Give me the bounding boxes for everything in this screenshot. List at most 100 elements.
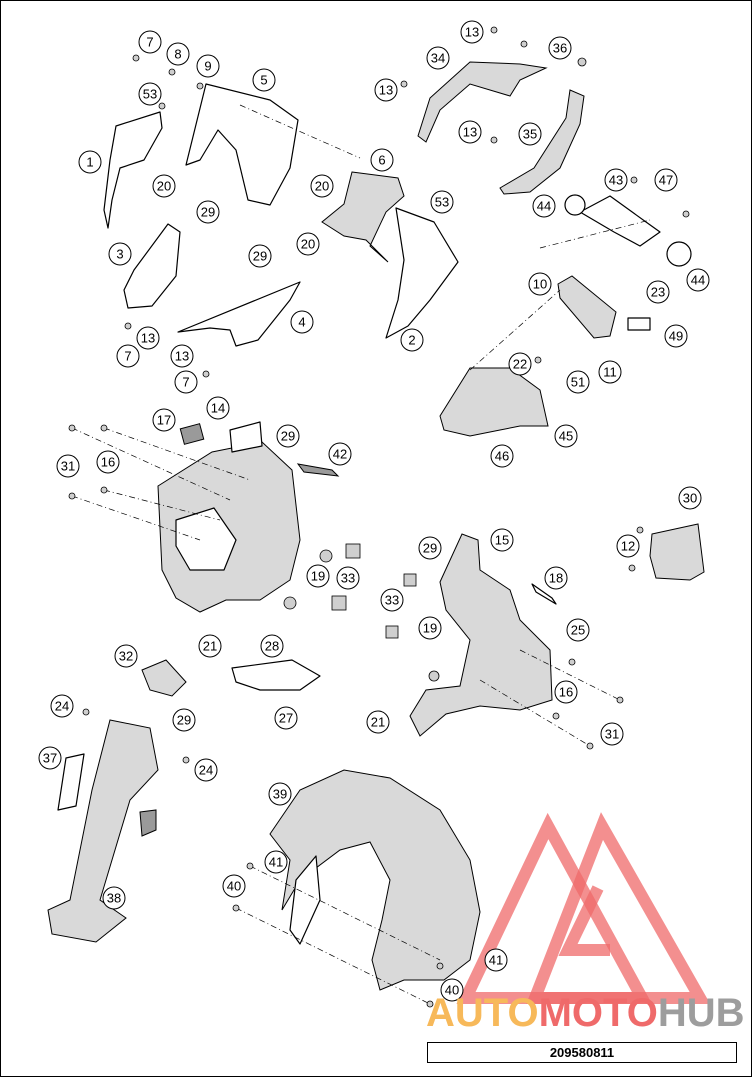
callout-circle bbox=[268, 782, 292, 806]
callout-number: 40 bbox=[227, 879, 241, 894]
watermark-logo bbox=[456, 812, 711, 1004]
callout-5: 5 bbox=[252, 68, 276, 92]
part-43-bracket bbox=[579, 195, 661, 247]
callout-35: 35 bbox=[518, 122, 542, 146]
callout-21: 21 bbox=[198, 634, 222, 658]
callout-13: 13 bbox=[170, 344, 194, 368]
callout-circle bbox=[604, 168, 628, 192]
callout-21: 21 bbox=[366, 710, 390, 734]
callout-number: 29 bbox=[281, 429, 295, 444]
callout-circle bbox=[544, 566, 568, 590]
callout-51: 51 bbox=[566, 370, 590, 394]
callout-circle bbox=[616, 534, 640, 558]
callout-circle bbox=[646, 280, 670, 304]
callout-circle bbox=[460, 20, 484, 44]
callout-28: 28 bbox=[260, 634, 284, 658]
callout-27: 27 bbox=[274, 706, 298, 730]
part-39-fender-bracket bbox=[289, 855, 321, 945]
callout-number: 53 bbox=[435, 195, 449, 210]
callout-14: 14 bbox=[206, 396, 230, 420]
part-headlight-lens bbox=[175, 507, 237, 571]
callout-9: 9 bbox=[196, 54, 220, 78]
callout-number: 8 bbox=[174, 47, 181, 62]
callout-circle bbox=[152, 408, 176, 432]
document-number: 209580811 bbox=[549, 1045, 615, 1060]
callout-number: 7 bbox=[182, 375, 189, 390]
callout-circle bbox=[296, 232, 320, 256]
part-19-spacer-a bbox=[319, 549, 333, 563]
part-28-bracket bbox=[231, 659, 321, 691]
callout-circle bbox=[166, 42, 190, 66]
callout-circle bbox=[260, 634, 284, 658]
callout-number: 19 bbox=[311, 569, 325, 584]
callout-circle bbox=[116, 344, 140, 368]
callout-33: 33 bbox=[336, 566, 360, 590]
callout-number: 21 bbox=[371, 715, 385, 730]
callout-number: 44 bbox=[537, 199, 551, 214]
callout-number: 43 bbox=[609, 173, 623, 188]
callout-16: 16 bbox=[96, 450, 120, 474]
callout-circle bbox=[484, 948, 508, 972]
callout-circle bbox=[554, 680, 578, 704]
callout-number: 41 bbox=[489, 953, 503, 968]
callout-circle bbox=[336, 566, 360, 590]
callout-number: 22 bbox=[513, 357, 527, 372]
callout-29: 29 bbox=[276, 424, 300, 448]
callout-29: 29 bbox=[418, 536, 442, 560]
part-10-plate-holder bbox=[557, 275, 617, 339]
callout-number: 24 bbox=[55, 699, 69, 714]
callout-13: 13 bbox=[374, 78, 398, 102]
part-33-bushing-c bbox=[403, 573, 417, 587]
callout-number: 31 bbox=[61, 459, 75, 474]
part-34-grab-handle bbox=[417, 61, 548, 143]
part-19-spacer-b bbox=[283, 596, 297, 610]
part-17-clip bbox=[179, 423, 205, 445]
callout-circle bbox=[532, 194, 556, 218]
callout-number: 49 bbox=[669, 329, 683, 344]
callout-circle bbox=[108, 242, 132, 266]
callout-25: 25 bbox=[566, 618, 590, 642]
part-44-reflector-a bbox=[564, 194, 586, 216]
callout-number: 9 bbox=[204, 59, 211, 74]
callout-45: 45 bbox=[554, 424, 578, 448]
callout-4: 4 bbox=[290, 310, 314, 334]
callout-number: 23 bbox=[651, 285, 665, 300]
callout-31: 31 bbox=[600, 722, 624, 746]
callout-number: 6 bbox=[378, 153, 385, 168]
callout-37: 37 bbox=[38, 746, 62, 770]
callout-number: 28 bbox=[265, 639, 279, 654]
callout-41: 41 bbox=[484, 948, 508, 972]
callout-34: 34 bbox=[426, 46, 450, 70]
part-15-bracket-housing bbox=[409, 533, 553, 737]
callout-number: 3 bbox=[116, 247, 123, 262]
callout-1: 1 bbox=[78, 150, 102, 174]
callout-number: 1 bbox=[86, 155, 93, 170]
callout-number: 45 bbox=[559, 429, 573, 444]
part-49-plate-piece bbox=[627, 317, 651, 331]
callout-7: 7 bbox=[116, 344, 140, 368]
callout-circle bbox=[102, 886, 126, 910]
callout-circle bbox=[490, 444, 514, 468]
callout-13: 13 bbox=[458, 120, 482, 144]
part-44-reflector-b bbox=[666, 241, 692, 267]
callout-circle bbox=[426, 46, 450, 70]
callout-30: 30 bbox=[678, 486, 702, 510]
callout-number: 7 bbox=[146, 35, 153, 50]
callout-12: 12 bbox=[616, 534, 640, 558]
callout-circle bbox=[418, 616, 442, 640]
callout-circle bbox=[138, 30, 162, 54]
callout-circle bbox=[370, 148, 394, 172]
callout-number: 51 bbox=[571, 375, 585, 390]
part-5-cover-panel bbox=[185, 83, 299, 206]
callout-number: 29 bbox=[423, 541, 437, 556]
part-14-bracket bbox=[229, 421, 263, 453]
part-19-spacer-c bbox=[428, 670, 440, 682]
callout-20: 20 bbox=[152, 174, 176, 198]
watermark-inner-mark bbox=[558, 885, 610, 956]
callout-13: 13 bbox=[460, 20, 484, 44]
callout-circle bbox=[96, 450, 120, 474]
callout-circle bbox=[508, 352, 532, 376]
part-18-clip bbox=[531, 583, 557, 605]
callout-43: 43 bbox=[604, 168, 628, 192]
